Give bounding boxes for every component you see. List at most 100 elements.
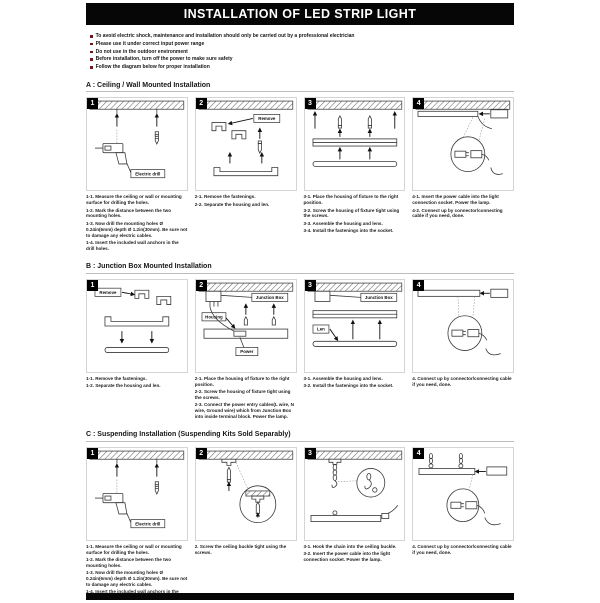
caption-line: 2. Screw the ceiling buckle tight using … [194, 543, 287, 555]
ceiling-hatch [307, 282, 402, 292]
panel-a3-captions: 3-1. Place the housing of fixture to the… [304, 194, 406, 235]
caption-line: 3-1. Place the housing of fixture to the… [303, 194, 399, 206]
caption-line: 1-3. Now drill the mounting holes Ø 0.24… [86, 570, 188, 587]
caption-line: 1-1. Measure the ceiling or wall or moun… [86, 543, 182, 555]
plug-detail-icon [451, 328, 488, 341]
caption-line: 4. Connect up by connector/connecting ca… [412, 543, 512, 555]
panel-c2-diagram [198, 450, 293, 523]
panel-b3-diagram: Junction Box Len [307, 282, 402, 347]
caption-line: 2-3. Connect the power entry cables(L wi… [194, 402, 294, 419]
section-junction-box: B : Junction Box Mounted Installation 1 … [86, 263, 514, 421]
fixture-ring [458, 463, 464, 469]
panel-number-badge: 3 [304, 279, 316, 291]
housing-label: Housing [201, 311, 227, 321]
chain-icon [429, 452, 464, 464]
section-c-panels: 1 [86, 446, 514, 603]
fixture-bar [417, 111, 479, 118]
caption-line: 2-2. Screw the housing of fixture tight … [194, 388, 291, 400]
fastening-clip-icon [134, 289, 150, 299]
panel-number-badge: 1 [87, 98, 98, 110]
hook-detail-icon [363, 472, 377, 493]
screw-icon [271, 315, 276, 326]
arrow-icon [227, 118, 253, 126]
panel-a1-box: 1 [86, 97, 188, 192]
caption-line: 1-1. Measure the ceiling or wall or moun… [86, 194, 182, 206]
magnifier-detail [450, 136, 486, 173]
panel-c1-box: 1 [86, 446, 188, 541]
fastening-clip-icon [156, 295, 172, 305]
ceiling-hatch [415, 100, 511, 110]
warning-text: Follow the diagram below for proper inst… [95, 64, 210, 70]
junction-box-icon [314, 290, 330, 302]
junction-box-label: Junction Box [251, 292, 288, 302]
caption-line: 3-2. Screw the housing of fixture tight … [303, 207, 400, 219]
warning-text: Please use it under correct input power … [95, 40, 205, 47]
caption-line: 3-1. Hook the chain into the ceiling buc… [303, 543, 397, 549]
screw-icon [367, 115, 372, 129]
title-bar: INSTALLATION OF LED STRIP LIGHT [86, 3, 514, 25]
caption-line: 1-2. Mark the distance between the two m… [86, 557, 172, 568]
panel-b3-box: 3 Junction Box Len [303, 278, 406, 373]
caption-line: 4-1. Insert the power cable into the lig… [412, 194, 499, 206]
bullet-icon [90, 58, 93, 61]
terminal-block [233, 330, 247, 337]
section-a-heading: A : Ceiling / Wall Mounted Installation [86, 82, 514, 93]
magnifier-detail [447, 314, 483, 351]
lens-bar [104, 346, 170, 353]
page-title: INSTALLATION OF LED STRIP LIGHT [183, 7, 417, 21]
lens-bar [312, 161, 397, 168]
panel-c4: 4 [412, 446, 514, 603]
caption-line: 2-2. Separate the housing and len. [194, 201, 270, 207]
lens-bar [312, 340, 397, 347]
panel-c2: 2 [194, 446, 297, 603]
panel-c4-box: 4 [412, 446, 514, 541]
power-cable [484, 517, 502, 525]
electric-drill-label-text: Electric drill [135, 171, 160, 176]
warning-list: To avoid electric shock, maintenance and… [90, 33, 514, 72]
screw-icon [154, 481, 159, 495]
electric-drill-icon [94, 143, 128, 165]
panel-number-badge: 2 [195, 279, 207, 291]
panel-b3-captions: 3-1. Assemble the housing and lens. 3-2.… [304, 376, 406, 391]
housing-label-text: Housing [205, 314, 223, 319]
panel-a1-captions: 1-1. Measure the ceiling or wall or moun… [86, 194, 188, 253]
panel-c3-captions: 3-1. Hook the chain into the ceiling buc… [304, 544, 406, 565]
section-c-heading: C : Suspending Installation (Suspending … [86, 431, 514, 442]
electric-drill-icon [94, 492, 128, 515]
caption-line: 3-2. Install the fastenings into the soc… [303, 383, 394, 388]
warning-text: Before installation, turn off the power … [95, 56, 233, 63]
section-suspending: C : Suspending Installation (Suspending … [86, 431, 514, 602]
plug-detail-icon [450, 501, 486, 514]
power-label: Power [235, 336, 258, 356]
panel-b3: 3 Junction Box Len [303, 278, 406, 422]
section-b-heading: B : Junction Box Mounted Installation [86, 263, 514, 274]
electric-drill-label-text: Electric drill [135, 521, 160, 526]
connector-piece [486, 466, 508, 476]
arrow-icon [329, 328, 338, 341]
panel-a4-box: 4 [412, 97, 514, 192]
housing-channel-icon [213, 167, 278, 177]
panel-b4-box: 4 [412, 278, 514, 373]
junction-box-label-text: Junction Box [364, 295, 392, 300]
chain-icon [332, 463, 337, 481]
fixture-bar [418, 467, 476, 475]
bullet-icon [90, 42, 93, 46]
panel-number-badge: 3 [304, 447, 316, 459]
plug-icon [380, 512, 389, 519]
panel-b4-diagram [417, 288, 509, 355]
panel-b2: 2 Junction Box Housing [194, 278, 297, 422]
caption-line: 4-2. Connect up by connector/connecting … [412, 207, 503, 219]
panel-b2-box: 2 Junction Box Housing [194, 278, 297, 373]
panel-a3-diagram [307, 100, 402, 168]
panel-a2: 2 Remove [194, 97, 297, 253]
caption-line: 1-3. Now drill the mounting holes Ø 0.24… [86, 220, 188, 238]
remove-label: Remove [94, 287, 122, 297]
bullet-icon [90, 35, 93, 38]
bullet-icon [90, 50, 93, 54]
panel-a1: 1 [86, 97, 188, 253]
housing-channel-icon [104, 316, 170, 327]
panel-c2-captions: 2. Screw the ceiling buckle tight using … [195, 544, 297, 557]
panel-a2-diagram: Remove [198, 100, 293, 177]
electric-drill-label: Electric drill [126, 513, 166, 528]
ceiling-hatch [198, 450, 293, 460]
